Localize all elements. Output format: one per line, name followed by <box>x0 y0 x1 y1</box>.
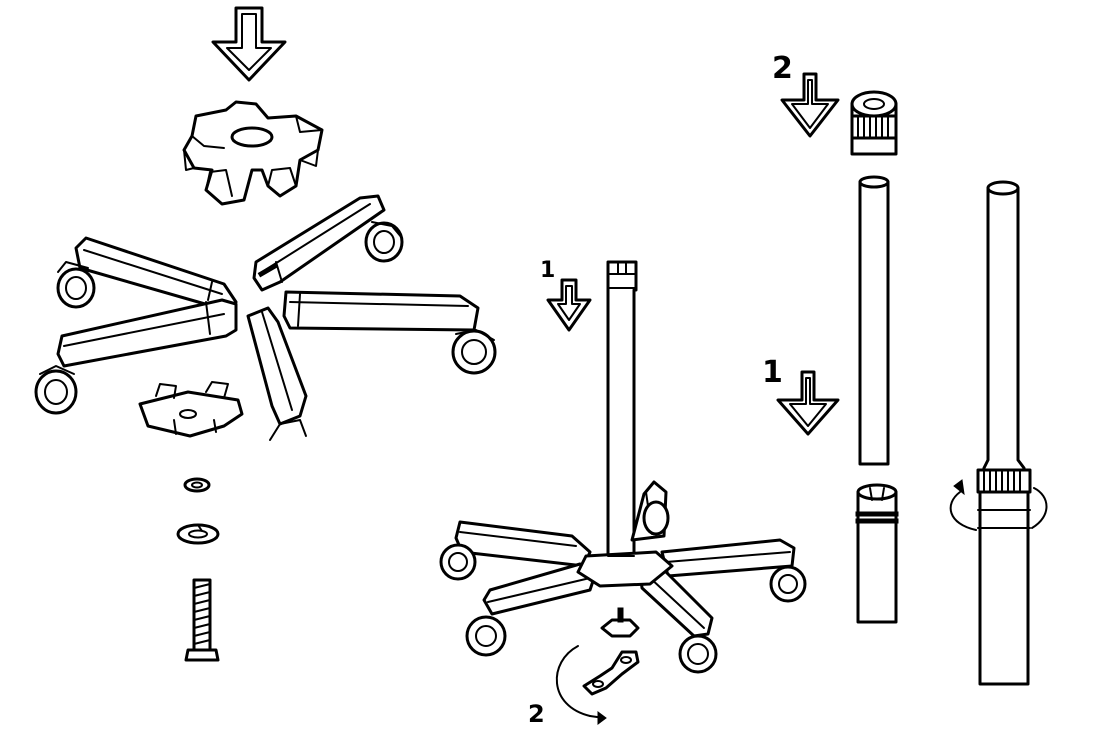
extension-tube <box>858 175 890 466</box>
base-leg <box>34 298 238 415</box>
step-1-label: 1 <box>762 355 783 390</box>
pole-cap <box>850 90 898 156</box>
bolt <box>184 578 220 662</box>
rotate-arrow-icon <box>555 645 607 725</box>
down-arrow-icon <box>780 72 840 138</box>
lower-pole <box>855 483 899 624</box>
base-leg <box>252 194 404 292</box>
bracket-clip <box>582 650 640 696</box>
assembled-pole <box>976 180 1032 686</box>
star-hub <box>182 100 324 206</box>
washer <box>183 477 211 493</box>
pole <box>606 260 638 558</box>
bottom-nut <box>600 607 640 638</box>
assembled-base <box>439 480 807 674</box>
rotate-arrow-icon <box>949 479 1048 531</box>
base-leg <box>246 306 308 441</box>
down-arrow-icon <box>546 278 592 332</box>
base-cover-plate <box>138 381 244 438</box>
step-2-label: 2 <box>528 700 545 728</box>
lock-washer <box>176 523 220 545</box>
down-arrow-icon <box>776 370 840 436</box>
down-arrow-icon <box>211 6 287 82</box>
step-1-label: 1 <box>540 258 556 283</box>
base-leg <box>282 290 497 375</box>
step-2-label: 2 <box>772 51 793 86</box>
